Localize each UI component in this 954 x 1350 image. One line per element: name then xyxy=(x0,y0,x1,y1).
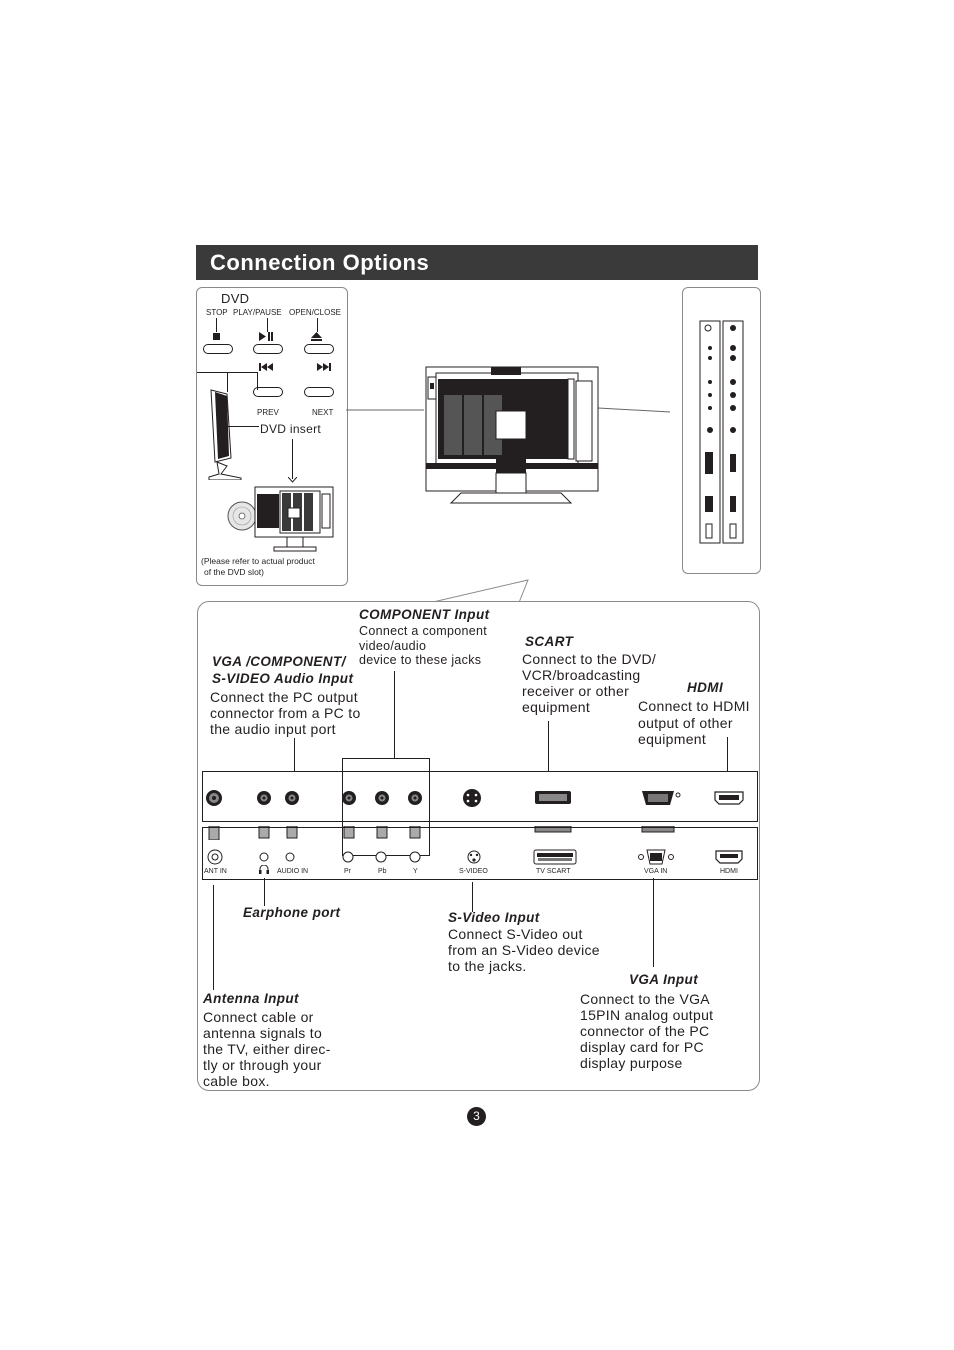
scart-desc-1: Connect to the DVD/ xyxy=(522,651,657,667)
port-label-audio-in: AUDIO IN xyxy=(277,868,309,875)
antenna-input-desc-4: tly or through your xyxy=(203,1057,322,1073)
play-pause-icon xyxy=(259,332,273,341)
scart-desc-4: equipment xyxy=(522,699,591,715)
s-video-input-desc-3: to the jacks. xyxy=(448,958,527,974)
scart-desc-2: VCR/broadcasting xyxy=(522,667,641,683)
page-title: Connection Options xyxy=(210,250,430,275)
vga-audio-input-title-2: S-VIDEO Audio Input xyxy=(212,671,354,686)
vga-input-desc-1: Connect to the VGA xyxy=(580,991,710,1007)
dvd-note-line1: (Please refer to actual product xyxy=(201,556,315,566)
tv-side-view-illustration xyxy=(208,389,242,480)
s-video-input-title: S-Video Input xyxy=(448,910,540,925)
dvd-open-close-button[interactable] xyxy=(304,344,334,354)
dvd-next-button[interactable] xyxy=(304,387,334,397)
port-label-tv-scart: TV SCART xyxy=(536,868,571,875)
dvd-button-label-open-close: OPEN/CLOSE xyxy=(289,308,342,317)
page-header: Connection Options xyxy=(196,245,758,280)
connector-bar-front-ports xyxy=(206,789,744,807)
antenna-input-desc-1: Connect cable or xyxy=(203,1009,314,1025)
side-connector-panel xyxy=(682,287,761,574)
headphone-icon xyxy=(259,865,269,874)
s-video-input-desc-2: from an S-Video device xyxy=(448,942,600,958)
port-label-pr: Pr xyxy=(344,868,351,875)
vga-input-desc-3: connector of the PC xyxy=(580,1023,710,1039)
connector-stubs xyxy=(208,826,675,840)
vga-input-desc-4: display card for PC xyxy=(580,1039,704,1055)
dvd-button-label-play-pause: PLAY/PAUSE xyxy=(233,308,282,317)
component-input-title: COMPONENT Input xyxy=(359,607,490,622)
connection-details-panel xyxy=(197,601,760,1091)
port-label-ant-in: ANT IN xyxy=(204,868,227,875)
next-icon xyxy=(317,363,331,371)
previous-icon xyxy=(259,363,273,371)
vga-input-desc-2: 15PIN analog output xyxy=(580,1007,714,1023)
hdmi-desc-3: equipment xyxy=(638,731,707,747)
vga-input-title: VGA Input xyxy=(629,972,699,987)
dvd-heading: DVD xyxy=(221,291,250,306)
stop-icon xyxy=(213,333,220,340)
connector-bar-rear xyxy=(202,827,758,880)
s-video-input-desc-1: Connect S-Video out xyxy=(448,926,583,942)
port-label-pb: Pb xyxy=(378,868,387,875)
dvd-button-label-prev: PREV xyxy=(257,408,279,417)
dvd-prev-button[interactable] xyxy=(253,387,283,397)
dvd-insert-label: DVD insert xyxy=(260,422,322,436)
hdmi-desc-1: Connect to HDMI xyxy=(638,698,750,714)
port-label-hdmi: HDMI xyxy=(720,868,738,875)
antenna-input-desc-3: the TV, either direc- xyxy=(203,1041,331,1057)
hdmi-title: HDMI xyxy=(687,680,724,695)
component-input-desc-3: device to these jacks xyxy=(359,653,482,667)
vga-audio-input-desc-3: the audio input port xyxy=(210,721,336,737)
component-input-desc-2: video/audio xyxy=(359,639,427,653)
connector-bar-rear-ports xyxy=(207,849,743,865)
vga-input-desc-5: display purpose xyxy=(580,1055,683,1071)
port-label-vga-in: VGA IN xyxy=(644,868,668,875)
scart-title: SCART xyxy=(525,634,574,649)
vga-audio-input-desc-2: connector from a PC to xyxy=(210,705,361,721)
vga-audio-input-title-1: VGA /COMPONENT/ xyxy=(212,654,346,669)
dvd-panel: DVD STOP PLAY/PAUSE OPEN/CLOSE PREV NEXT… xyxy=(196,287,348,586)
arrow-down-icon xyxy=(288,477,297,483)
hdmi-desc-2: output of other xyxy=(638,715,733,731)
dvd-button-label-stop: STOP xyxy=(206,308,228,317)
dvd-button-label-next: NEXT xyxy=(312,408,334,417)
tv-rear-view-illustration xyxy=(346,366,671,504)
antenna-input-desc-2: antenna signals to xyxy=(203,1025,323,1041)
dvd-disc-icon xyxy=(227,501,257,531)
eject-icon xyxy=(311,332,322,341)
antenna-input-desc-5: cable box. xyxy=(203,1073,270,1089)
component-input-desc-1: Connect a component xyxy=(359,624,488,638)
earphone-port-title: Earphone port xyxy=(243,905,341,920)
page-number-badge: 3 xyxy=(467,1107,486,1126)
port-label-y: Y xyxy=(413,868,418,875)
callout-pointer xyxy=(420,579,529,606)
tv-rear-small-illustration xyxy=(254,486,334,552)
dvd-note-line2: of the DVD slot) xyxy=(204,567,264,577)
port-label-s-video: S-VIDEO xyxy=(459,868,488,875)
side-connector-strip-illustration xyxy=(699,320,744,544)
antenna-input-title: Antenna Input xyxy=(203,991,299,1006)
scart-desc-3: receiver or other xyxy=(522,683,630,699)
dvd-stop-button[interactable] xyxy=(203,344,233,354)
dvd-play-pause-button[interactable] xyxy=(253,344,283,354)
vga-audio-input-desc-1: Connect the PC output xyxy=(210,689,358,705)
